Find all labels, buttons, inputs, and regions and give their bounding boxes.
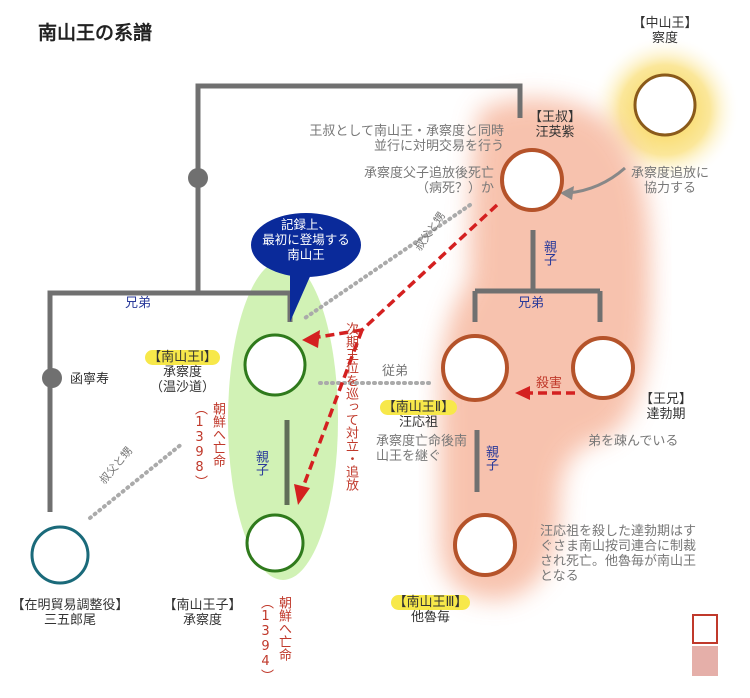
parent-child-label-nanzan1: 親子 xyxy=(253,450,268,476)
nanzan2-note: 承察度亡命後南山王を継ぐ xyxy=(376,434,468,464)
bubble-line-1: 記録上、 xyxy=(280,217,331,232)
prince-face-icon xyxy=(245,513,305,573)
chuzan-note: 承察度追放に協力する xyxy=(630,166,709,196)
brothers-label-left: 兄弟 xyxy=(125,296,152,311)
conflict-label: 次期王位を巡って対立・追放 xyxy=(343,322,358,491)
brothers-label-right: 兄弟 xyxy=(518,296,545,311)
oshuku-label: 【王叔】汪英紫 xyxy=(525,110,585,140)
nanzan3-note: 汪応祖を殺した達勃期はすぐさま南山按司連合に制裁され死亡。他魯毎が南山王となる xyxy=(540,524,697,584)
prince-exile: 朝鮮へ亡命 xyxy=(276,596,291,661)
kanneiju-label: 函寧寿 xyxy=(70,372,110,387)
arrowhead-icon xyxy=(515,386,530,400)
ouke-label: 【王兄】達勃期 xyxy=(636,392,696,422)
speech-bubble xyxy=(251,213,361,277)
sangoro-name: 三五郎尾 xyxy=(43,613,96,628)
cooperation-arrow xyxy=(567,166,626,195)
page-title: 南山王の系譜 xyxy=(38,22,153,44)
nanzan1-label: 【南山王Ⅰ】承察度（温沙道） xyxy=(140,350,225,395)
ouke-face-icon xyxy=(571,336,635,400)
dotted-relation-lines xyxy=(88,203,472,520)
bubble-line-2: 最初に登場する xyxy=(262,232,350,247)
nanzan3-role: 【南山王Ⅲ】 xyxy=(390,595,471,610)
nanzan1-exile-year: （1398） xyxy=(192,402,207,488)
face-icons xyxy=(30,73,697,585)
nanzan2-name: 汪応祖 xyxy=(398,415,438,430)
arrowhead-icon xyxy=(560,186,574,200)
prince-name: 承察度 xyxy=(182,613,222,628)
first-king-bubble: 記録上、最初に登場する南山王 xyxy=(255,217,357,262)
sangoro-role: 【在明貿易調整役】 xyxy=(11,598,129,613)
kanneiju-node xyxy=(42,368,62,388)
oshuku-note-trade: 王叔として南山王・承察度と同時並行に対明交易を行う xyxy=(309,124,504,154)
red-arrows xyxy=(300,203,575,491)
nanzan1-role: 【南山王Ⅰ】 xyxy=(145,350,220,365)
nanzan3-name: 他魯毎 xyxy=(410,610,450,625)
cousin-label: 従弟 xyxy=(382,364,409,379)
seal-stamp xyxy=(692,614,718,676)
nanzan2-role: 【南山王Ⅱ】 xyxy=(379,400,458,415)
prince-role: 【南山王子】 xyxy=(163,598,242,613)
nanzan1-exile: 朝鮮へ亡命 xyxy=(210,402,225,467)
oshuku-role: 【王叔】 xyxy=(528,110,581,125)
bubble-line-3: 南山王 xyxy=(287,247,325,262)
ouke-name: 達勃期 xyxy=(646,407,686,422)
arrowhead-icon xyxy=(302,330,320,348)
parent-child-label-nanzan2: 親子 xyxy=(483,445,498,471)
murder-label: 殺害 xyxy=(536,376,563,391)
nanzan1-name: 承察度 xyxy=(162,365,202,380)
nanzan1-alias: （温沙道） xyxy=(149,380,215,395)
unknown-ancestor-node xyxy=(188,168,208,188)
oshuku-face-icon xyxy=(500,148,564,212)
chuzan-label: 【中山王】察度 xyxy=(630,16,700,46)
sangoro-face-icon xyxy=(30,525,90,585)
parent-child-label-oshuku: 親子 xyxy=(541,240,556,266)
chuzan-name: 察度 xyxy=(651,31,678,46)
nanzan2-label: 【南山王Ⅱ】汪応祖 xyxy=(376,400,461,430)
sangoro-label: 【在明貿易調整役】三五郎尾 xyxy=(5,598,135,628)
arrowhead-icon xyxy=(294,484,310,505)
tree-lines xyxy=(47,83,603,512)
prince-exile-year: （1394） xyxy=(258,596,273,682)
nanzan2-face-icon xyxy=(441,334,509,402)
ouke-note: 弟を疎んでいる xyxy=(588,434,679,449)
chuzan-role: 【中山王】 xyxy=(632,16,698,31)
chuzan-face-icon xyxy=(633,73,697,137)
nanzan3-face-icon xyxy=(453,513,517,577)
orange-area xyxy=(439,98,651,601)
oshuku-note-death: 承察度父子追放後死亡（病死？）か xyxy=(364,166,495,196)
nanzan1-face-icon xyxy=(243,333,307,397)
speech-bubble-tail xyxy=(290,270,312,322)
prince-label: 【南山王子】承察度 xyxy=(160,598,245,628)
oshuku-name: 汪英紫 xyxy=(535,125,575,140)
ouke-role: 【王兄】 xyxy=(639,392,692,407)
nanzan3-label: 【南山王Ⅲ】他魯毎 xyxy=(388,595,473,625)
